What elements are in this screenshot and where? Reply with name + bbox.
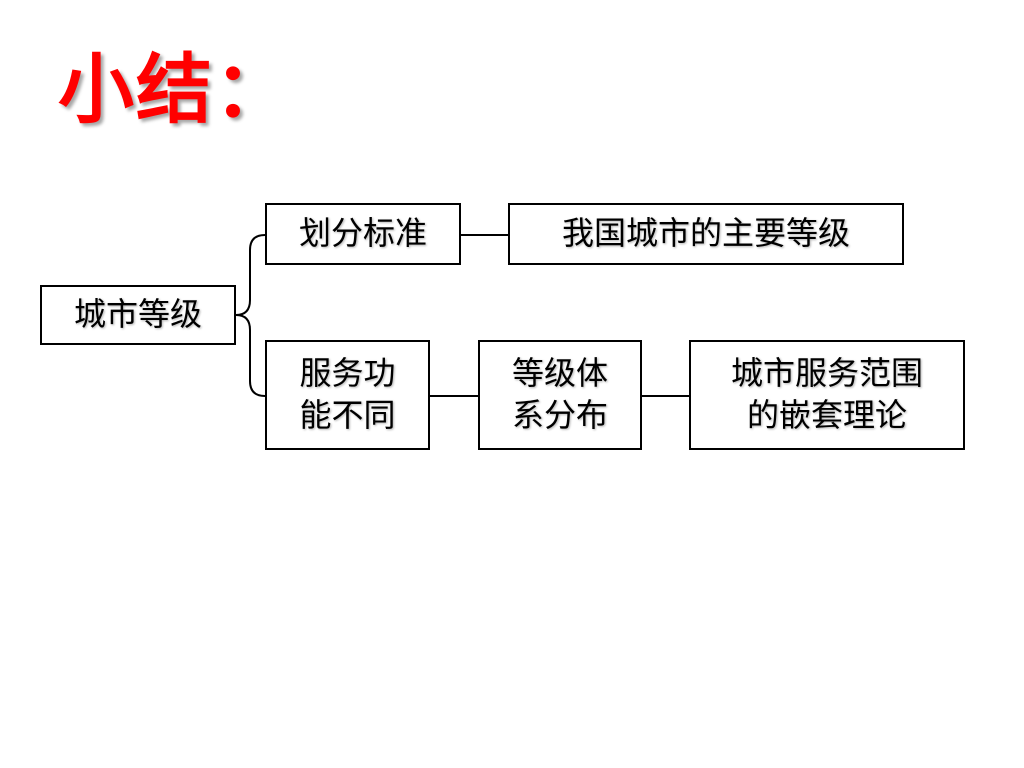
node-hierarchy-distribution: 等级体 系分布 [478, 340, 642, 450]
node-nested-service-range-theory-line1: 城市服务范围 [730, 354, 923, 393]
node-nested-service-range-theory: 城市服务范围 的嵌套理论 [689, 340, 965, 450]
node-different-service-functions-line2: 能不同 [299, 396, 396, 434]
node-city-levels: 城市等级 [40, 285, 236, 345]
brace-connector [235, 234, 266, 397]
node-classification-criteria: 划分标准 [265, 203, 461, 265]
node-hierarchy-distribution-line1: 等级体 [511, 354, 608, 393]
node-nested-service-range-theory-line2: 的嵌套理论 [746, 396, 907, 434]
node-different-service-functions: 服务功 能不同 [265, 340, 430, 450]
node-main-city-levels-label: 我国城市的主要等级 [561, 214, 850, 253]
node-different-service-functions-line1: 服务功 [299, 354, 396, 393]
node-city-levels-label: 城市等级 [73, 295, 202, 334]
node-main-city-levels: 我国城市的主要等级 [508, 203, 904, 265]
node-classification-criteria-label: 划分标准 [298, 214, 427, 253]
page-title: 小结： [58, 45, 292, 134]
node-hierarchy-distribution-line2: 系分布 [511, 396, 608, 434]
